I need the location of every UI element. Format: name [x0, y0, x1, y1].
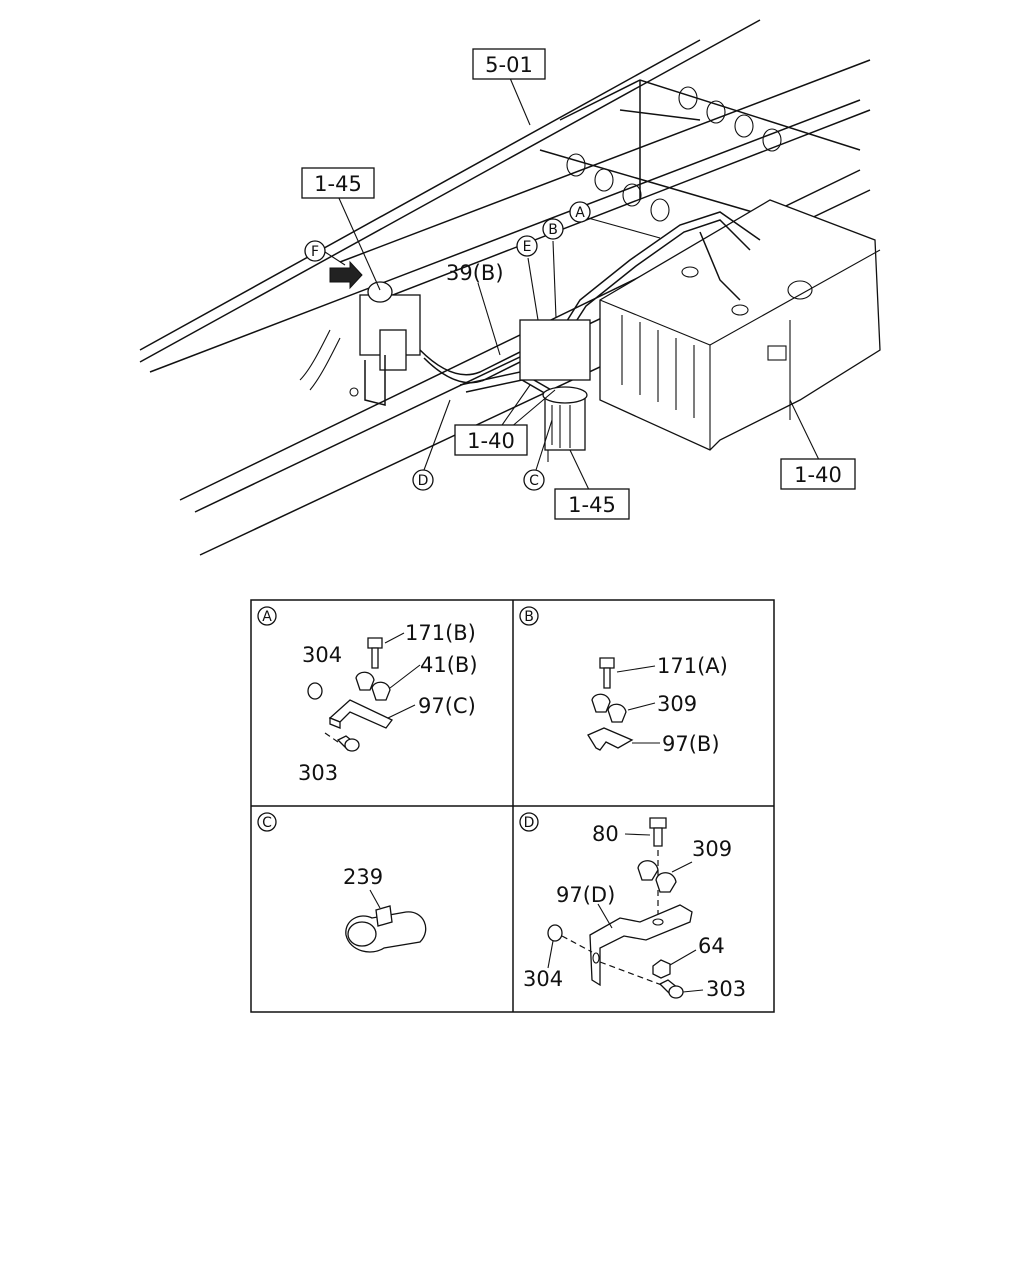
svg-text:97(C): 97(C) [418, 694, 476, 718]
svg-text:C: C [529, 473, 539, 489]
svg-text:E: E [523, 239, 532, 255]
svg-text:F: F [311, 244, 319, 260]
svg-text:C: C [262, 815, 272, 831]
detail-d: D 80 309 97(D) 64 304 303 [519, 812, 746, 1001]
fuel-filter [519, 319, 591, 462]
svg-text:B: B [524, 609, 534, 625]
circle-label-a: A [569, 201, 591, 223]
circle-label-c: C [523, 469, 545, 491]
svg-text:97(B): 97(B) [662, 732, 720, 756]
svg-text:1-40: 1-40 [467, 429, 515, 453]
fuel-tank [599, 199, 881, 451]
svg-text:B: B [548, 222, 558, 238]
detail-c: C 239 [257, 812, 427, 953]
circle-label-b: B [542, 218, 564, 240]
reference-box-5-01: 5-01 [472, 48, 546, 80]
priming-pump [349, 281, 421, 406]
circle-label-e: E [516, 235, 538, 257]
svg-text:A: A [575, 205, 585, 221]
part-label-39b: 39(B) [446, 261, 504, 285]
reference-box-1-40-left: 1-40 [454, 424, 528, 456]
circle-label-d: D [412, 469, 434, 491]
detail-grid [250, 599, 775, 1013]
circle-label-f: F [304, 240, 326, 262]
svg-text:309: 309 [692, 837, 732, 861]
svg-text:304: 304 [302, 643, 342, 667]
svg-text:80: 80 [592, 822, 619, 846]
view-direction-arrow [329, 260, 363, 290]
leader-lines [324, 77, 821, 493]
svg-text:303: 303 [298, 761, 338, 785]
svg-text:64: 64 [698, 934, 725, 958]
svg-text:1-45: 1-45 [568, 493, 616, 517]
svg-text:1-45: 1-45 [314, 172, 362, 196]
svg-text:A: A [262, 609, 272, 625]
svg-text:303: 303 [706, 977, 746, 1001]
svg-text:5-01: 5-01 [485, 53, 533, 77]
svg-text:41(B): 41(B) [420, 653, 478, 677]
reference-box-1-45-bottom: 1-45 [554, 488, 630, 520]
svg-text:304: 304 [523, 967, 563, 991]
svg-text:239: 239 [343, 865, 383, 889]
svg-text:D: D [524, 815, 535, 831]
detail-b: B 171(A) 309 97(B) [519, 606, 728, 756]
reference-box-1-45-top: 1-45 [301, 167, 375, 199]
detail-a: A 171(B) 304 41(B) 97(C) 303 [257, 606, 478, 785]
svg-text:171(A): 171(A) [657, 654, 728, 678]
svg-text:1-40: 1-40 [794, 463, 842, 487]
svg-text:171(B): 171(B) [405, 621, 476, 645]
reference-box-1-40-right: 1-40 [780, 458, 856, 490]
svg-text:D: D [418, 473, 429, 489]
svg-text:309: 309 [657, 692, 697, 716]
svg-text:97(D): 97(D) [556, 883, 615, 907]
